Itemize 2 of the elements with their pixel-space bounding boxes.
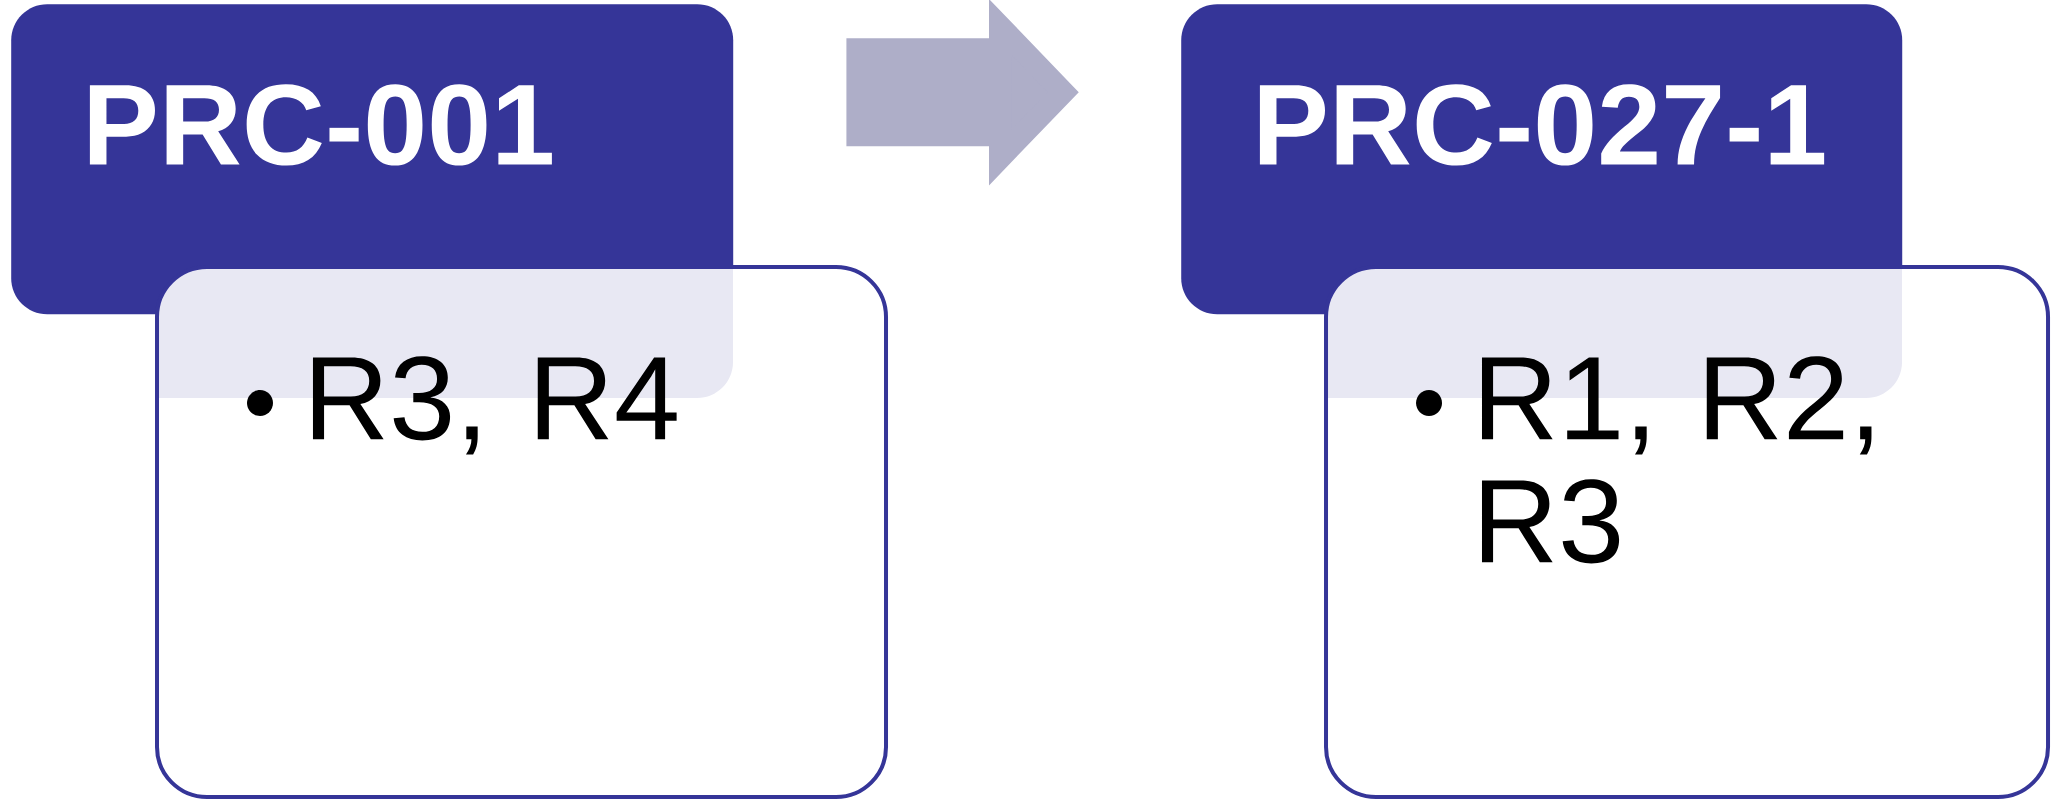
content-box: R3, R4 bbox=[155, 265, 888, 799]
content-box: R1, R2, R3 bbox=[1324, 265, 2051, 799]
